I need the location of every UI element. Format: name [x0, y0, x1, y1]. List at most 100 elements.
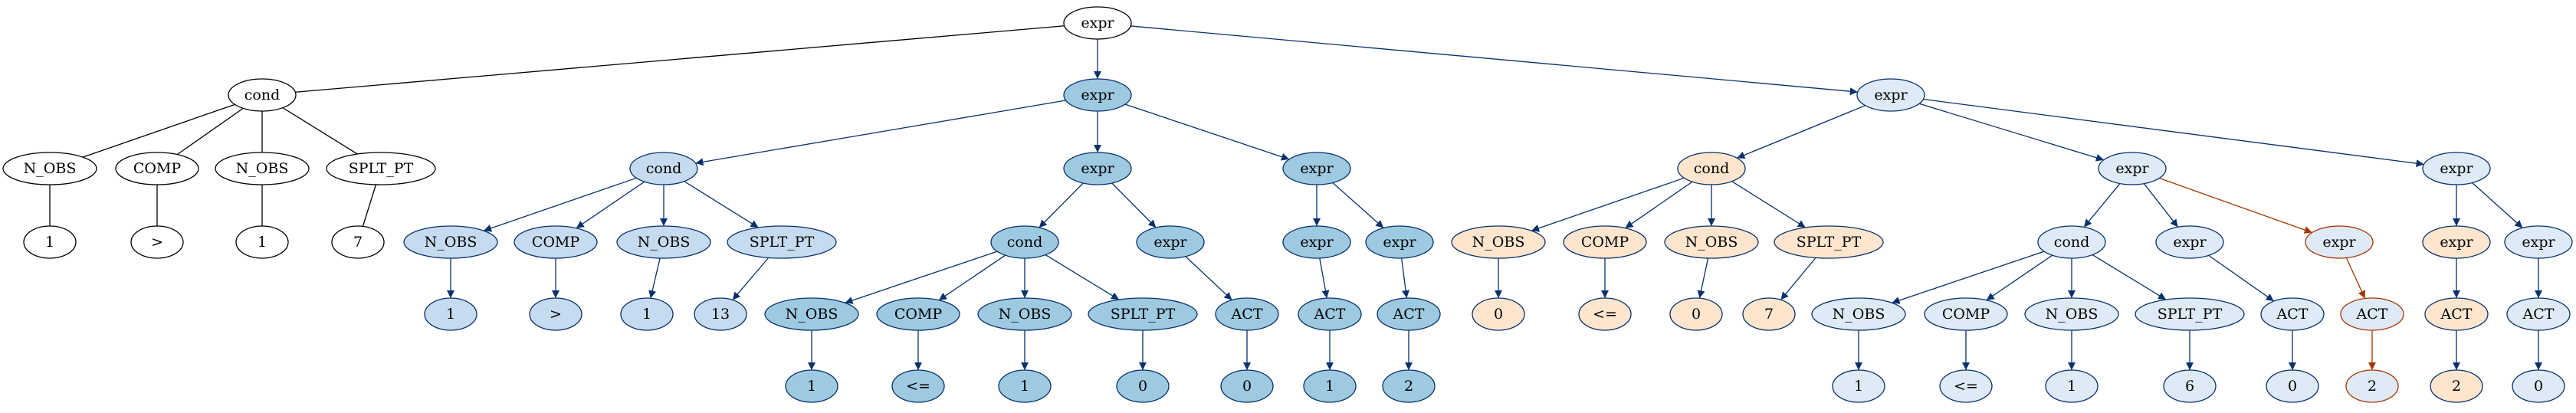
node-shape	[529, 297, 582, 331]
node-label: SPLT_PT	[2158, 306, 2223, 323]
node-label: ACT	[2276, 306, 2309, 323]
node-shape	[331, 225, 385, 259]
node-shape	[1220, 369, 1274, 403]
node-shape	[2340, 297, 2404, 331]
node-label: N_OBS	[786, 306, 838, 323]
tree-edge	[282, 107, 358, 155]
node-shape	[1063, 152, 1132, 185]
node-shape	[326, 152, 436, 185]
tree-node-act: ACT	[2506, 297, 2571, 331]
node-label: 0	[1692, 306, 1701, 323]
node-label: 1	[446, 306, 455, 323]
node-label: >	[151, 234, 163, 251]
tree-node-comp: COMP	[1563, 225, 1647, 259]
node-shape	[2422, 152, 2491, 185]
tree-node-cond: cond	[629, 152, 698, 185]
tree-node-gt: >	[130, 225, 184, 259]
node-shape	[2135, 297, 2245, 331]
node-label: 1	[642, 306, 651, 323]
tree-edge	[176, 107, 244, 156]
tree-node-lte: <=	[1578, 297, 1632, 331]
node-shape	[1215, 297, 1279, 331]
node-label: 7	[353, 234, 363, 251]
node-label: cond	[646, 160, 681, 177]
node-label: SPLT_PT	[1797, 234, 1862, 251]
node-shape	[130, 225, 184, 259]
tree-edge	[1130, 25, 1858, 96]
node-label: cond	[244, 87, 280, 103]
node-shape	[403, 225, 498, 259]
node-shape	[1136, 225, 1205, 259]
node-shape	[2424, 297, 2489, 331]
tree-node-2: 2	[2430, 369, 2483, 403]
node-shape	[1382, 369, 1436, 403]
node-label: expr	[1874, 87, 1908, 103]
node-shape	[876, 297, 960, 331]
node-label: 7	[1764, 306, 1774, 323]
tree-edge	[2345, 257, 2366, 299]
node-label: <=	[1593, 306, 1617, 323]
tree-node-expr: expr	[1136, 225, 1205, 259]
tree-node-n-obs: N_OBS	[215, 152, 310, 185]
node-label: COMP	[532, 234, 580, 251]
tree-node-lte: <=	[1939, 369, 1993, 403]
node-label: expr	[2173, 234, 2207, 251]
tree-node-expr: expr	[2504, 225, 2573, 259]
tree-node-lte: <=	[891, 369, 945, 403]
node-shape	[2506, 297, 2571, 331]
node-label: COMP	[133, 160, 182, 177]
node-shape	[23, 225, 77, 259]
node-label: 0	[1242, 378, 1252, 395]
tree-edge	[2159, 177, 2312, 234]
edge-layer	[49, 25, 2542, 370]
node-label: >	[550, 306, 562, 323]
tree-node-1: 1	[424, 297, 477, 331]
node-shape	[891, 369, 945, 403]
tree-node-n-obs: N_OBS	[1664, 225, 1759, 259]
tree-node-1: 1	[23, 225, 77, 259]
tree-node-1: 1	[1832, 369, 1885, 403]
tree-node-1: 1	[1303, 369, 1357, 403]
node-shape	[1578, 297, 1632, 331]
tree-edge	[938, 254, 1006, 301]
tree-node-n-obs: N_OBS	[1451, 225, 1546, 259]
node-label: 0	[2288, 378, 2297, 395]
node-label: N_OBS	[1685, 234, 1738, 251]
tree-node-1: 1	[998, 369, 1052, 403]
tree-node-splt-pt: SPLT_PT	[1774, 225, 1884, 259]
node-shape	[1365, 225, 1434, 259]
node-shape	[1811, 297, 1906, 331]
node-label: 6	[2185, 378, 2194, 395]
node-label: expr	[1300, 234, 1334, 251]
node-label: N_OBS	[1472, 234, 1525, 251]
node-shape	[1664, 225, 1759, 259]
tree-edge	[1039, 182, 1084, 228]
tree-node-0: 0	[1116, 369, 1170, 403]
node-label: SPLT_PT	[349, 160, 414, 177]
tree-edge	[1531, 177, 1685, 232]
node-label: N_OBS	[1833, 306, 1885, 323]
node-shape	[764, 297, 859, 331]
node-label: ACT	[2356, 306, 2388, 323]
node-shape	[620, 297, 674, 331]
node-label: N_OBS	[638, 234, 691, 251]
tree-node-expr: expr	[1282, 152, 1351, 185]
tree-edge	[1111, 182, 1157, 228]
tree-node-comp: COMP	[115, 152, 199, 185]
node-label: N_OBS	[24, 160, 77, 177]
node-shape	[424, 297, 477, 331]
node-shape	[1282, 225, 1351, 259]
tree-node-n-obs: N_OBS	[977, 297, 1072, 331]
tree-node-cond: cond	[228, 78, 297, 112]
tree-node-act: ACT	[2260, 297, 2325, 331]
node-shape	[1282, 152, 1351, 185]
node-shape	[1669, 297, 1723, 331]
node-shape	[977, 297, 1072, 331]
tree-node-n-obs: N_OBS	[764, 297, 859, 331]
tree-node-n-obs: N_OBS	[616, 225, 711, 259]
tree-edge	[2208, 254, 2275, 302]
tree-node-0: 0	[2512, 369, 2565, 403]
node-label: cond	[1007, 234, 1042, 251]
node-shape	[1303, 369, 1357, 403]
